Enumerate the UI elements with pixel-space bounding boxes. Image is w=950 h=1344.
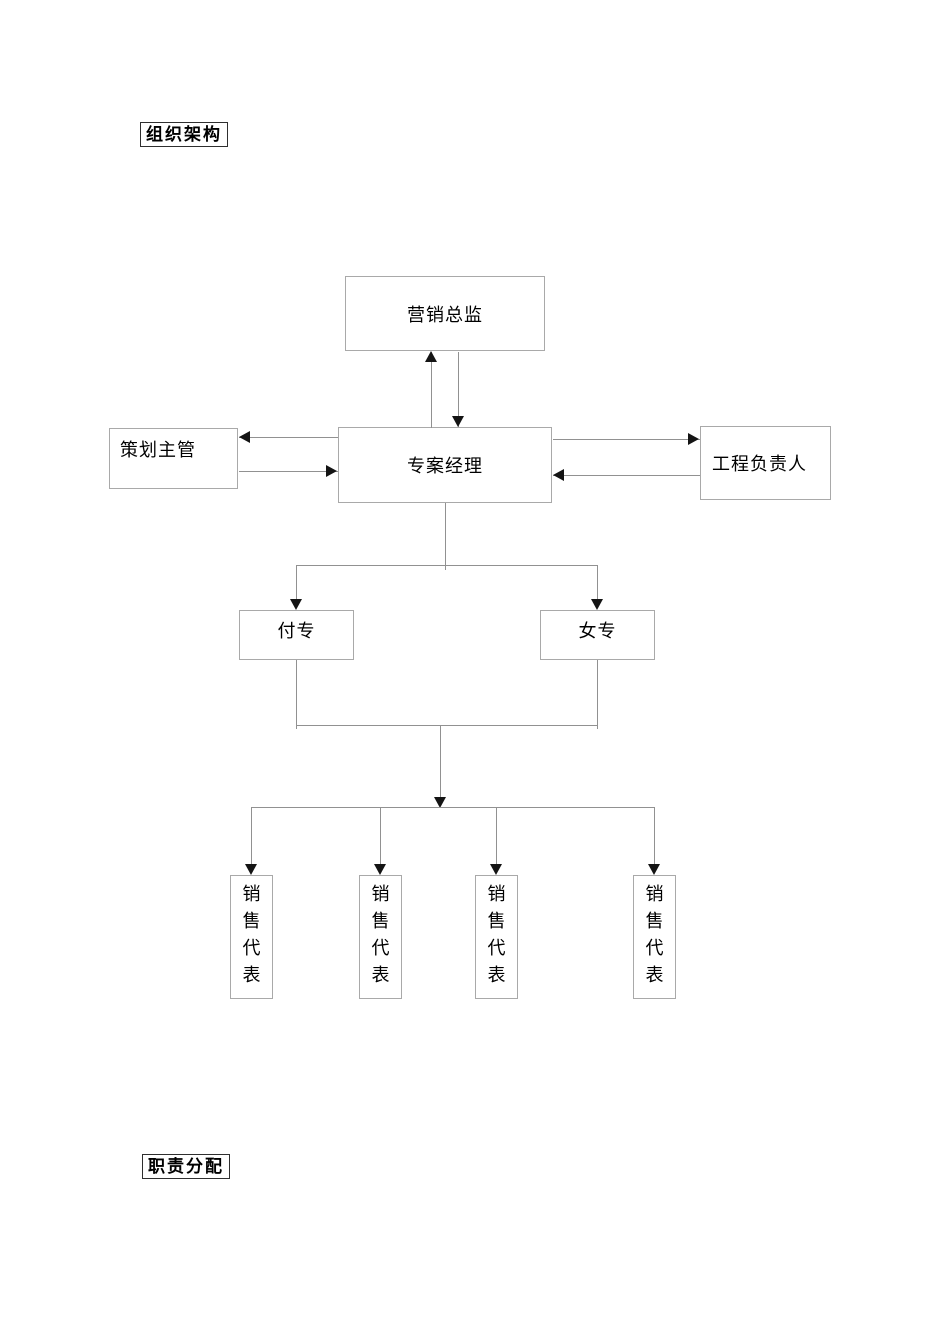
arrow-right-into-project-manager	[326, 465, 337, 477]
connector-marketing-to-project-line	[458, 352, 459, 427]
connector-engineering-to-project-line	[553, 475, 700, 476]
section-title-organization-structure: 组织架构	[140, 122, 228, 147]
node-sales-rep-3: 销售代表	[475, 875, 518, 999]
connector-to-sales-rep-3-line	[496, 807, 497, 865]
node-label: 销售代表	[371, 884, 390, 985]
node-deputy-specialist: 付专	[239, 610, 354, 660]
node-sales-rep-1: 销售代表	[230, 875, 273, 999]
node-label: 销售代表	[242, 884, 261, 985]
connector-sales-branch-line	[251, 807, 655, 808]
connector-to-female-line	[597, 565, 598, 600]
connector-project-to-marketing-line	[431, 352, 432, 428]
node-label: 女专	[578, 621, 617, 641]
connector-female-down-line	[597, 660, 598, 729]
node-label: 工程负责人	[712, 454, 807, 474]
connector-project-to-engineering-line	[553, 439, 700, 440]
node-sales-rep-4: 销售代表	[633, 875, 676, 999]
node-project-manager: 专案经理	[338, 427, 552, 503]
node-label: 营销总监	[407, 304, 483, 325]
connector-to-sales-rep-4-line	[654, 807, 655, 865]
arrow-down-into-female-specialist	[591, 599, 603, 610]
node-label: 销售代表	[487, 884, 506, 985]
connector-merge-line	[296, 725, 598, 726]
arrow-down-into-deputy-specialist	[290, 599, 302, 610]
arrow-down-into-project-manager	[452, 416, 464, 427]
arrow-left-into-project-manager	[553, 469, 564, 481]
connector-to-sales-rep-2-line	[380, 807, 381, 865]
connector-specialists-branch-line	[296, 565, 598, 566]
connector-planning-to-project-line	[239, 471, 338, 472]
node-engineering-lead: 工程负责人	[700, 426, 831, 500]
node-label: 专案经理	[407, 456, 483, 476]
arrow-down-onto-sales-branch	[434, 797, 446, 808]
connector-deputy-down-line	[296, 660, 297, 729]
arrow-down-into-sales-rep-3	[490, 864, 502, 875]
connector-merge-drop-line	[440, 725, 441, 797]
arrow-down-into-sales-rep-1	[245, 864, 257, 875]
node-planning-supervisor: 策划主管	[109, 428, 238, 489]
connector-project-drop-line	[445, 503, 446, 570]
arrow-down-into-sales-rep-4	[648, 864, 660, 875]
arrow-right-into-engineering-lead	[688, 433, 699, 445]
node-female-specialist: 女专	[540, 610, 655, 660]
connector-to-sales-rep-1-line	[251, 807, 252, 865]
section-title-responsibility-allocation: 职责分配	[142, 1154, 230, 1179]
arrow-down-into-sales-rep-2	[374, 864, 386, 875]
node-sales-rep-2: 销售代表	[359, 875, 402, 999]
node-marketing-director: 营销总监	[345, 276, 545, 351]
connector-to-deputy-line	[296, 565, 297, 600]
connector-project-to-planning-line	[239, 437, 338, 438]
node-label: 付专	[277, 621, 316, 641]
arrow-left-into-planning-supervisor	[239, 431, 250, 443]
node-label: 销售代表	[645, 884, 664, 985]
node-label: 策划主管	[120, 440, 196, 460]
arrow-up-into-marketing-director	[425, 351, 437, 362]
